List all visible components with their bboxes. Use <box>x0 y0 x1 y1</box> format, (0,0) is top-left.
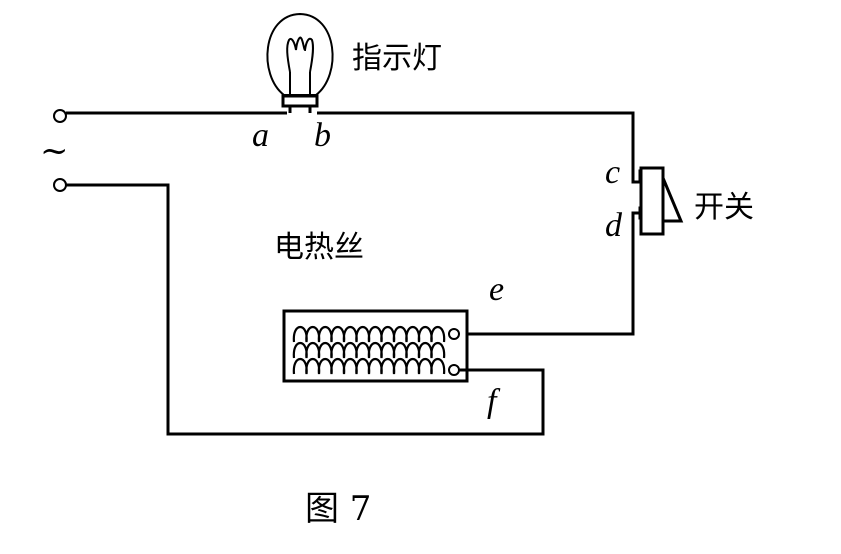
source-terminal-bottom <box>53 178 67 192</box>
lamp-contacts <box>288 106 312 113</box>
lamp-filament-icon <box>286 36 315 73</box>
switch-lever-icon <box>661 177 684 223</box>
heater-label: 电热丝 <box>274 230 364 265</box>
terminal-label-f: f <box>487 383 501 420</box>
terminal-label-b: b <box>314 117 331 154</box>
switch: c d 开关 <box>605 154 754 244</box>
wire-f-to-source <box>66 183 545 436</box>
switch-label: 开关 <box>694 190 754 225</box>
indicator-lamp: 指示灯 a b <box>252 12 442 154</box>
heater-box <box>282 309 469 383</box>
heater-terminal-e <box>448 328 460 340</box>
lamp-label: 指示灯 <box>352 41 442 76</box>
switch-body <box>639 166 665 236</box>
source-symbol: ~ <box>40 131 69 171</box>
lamp-filament-supports <box>289 72 311 95</box>
heater-coil-row <box>292 357 446 375</box>
wire-b-to-switch-c <box>317 111 640 184</box>
terminal-label-e: e <box>489 271 504 308</box>
heater-terminal-f <box>448 364 460 376</box>
heater-coil-row <box>292 325 446 343</box>
terminal-label-a: a <box>252 117 269 154</box>
ac-source: ~ <box>40 109 69 192</box>
figure-caption: 图 7 <box>305 489 371 529</box>
terminal-label-d: d <box>605 207 623 244</box>
lamp-bulb-icon <box>266 12 334 96</box>
terminal-label-c: c <box>605 154 620 191</box>
source-terminal-top <box>53 109 67 123</box>
heater-coil-row <box>292 341 446 359</box>
heater-coil-icon <box>292 325 446 375</box>
wire-d-to-e <box>460 211 640 336</box>
lamp-base <box>281 94 319 108</box>
heater: 电热丝 e f <box>274 230 504 420</box>
